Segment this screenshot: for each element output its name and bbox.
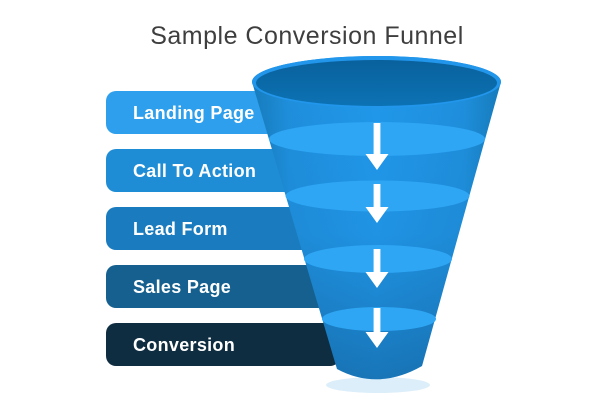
stage-label: Call To Action xyxy=(133,161,256,181)
stage-pill xyxy=(106,207,340,250)
diagram-title: Sample Conversion Funnel xyxy=(150,22,464,50)
stage-pill xyxy=(106,323,340,366)
down-arrow-icon xyxy=(365,308,389,348)
stage-list: Landing Page Call To Action Lead Form Sa… xyxy=(106,91,340,366)
stage-row-conversion: Conversion xyxy=(106,323,340,366)
stage-pill xyxy=(106,265,340,308)
stage-label: Landing Page xyxy=(133,103,255,123)
down-arrow-icon xyxy=(365,249,389,288)
funnel-graphic xyxy=(252,56,501,393)
stage-label: Lead Form xyxy=(133,219,228,239)
stage-label: Conversion xyxy=(133,335,235,355)
down-arrow-icon xyxy=(365,184,389,223)
stage-row-sales-page: Sales Page xyxy=(106,265,340,308)
stage-row-lead-form: Lead Form xyxy=(106,207,340,250)
down-arrow-icon xyxy=(365,123,389,170)
funnel-mouth xyxy=(256,60,497,106)
funnel-base-shadow xyxy=(326,377,430,393)
stage-label: Sales Page xyxy=(133,277,231,297)
